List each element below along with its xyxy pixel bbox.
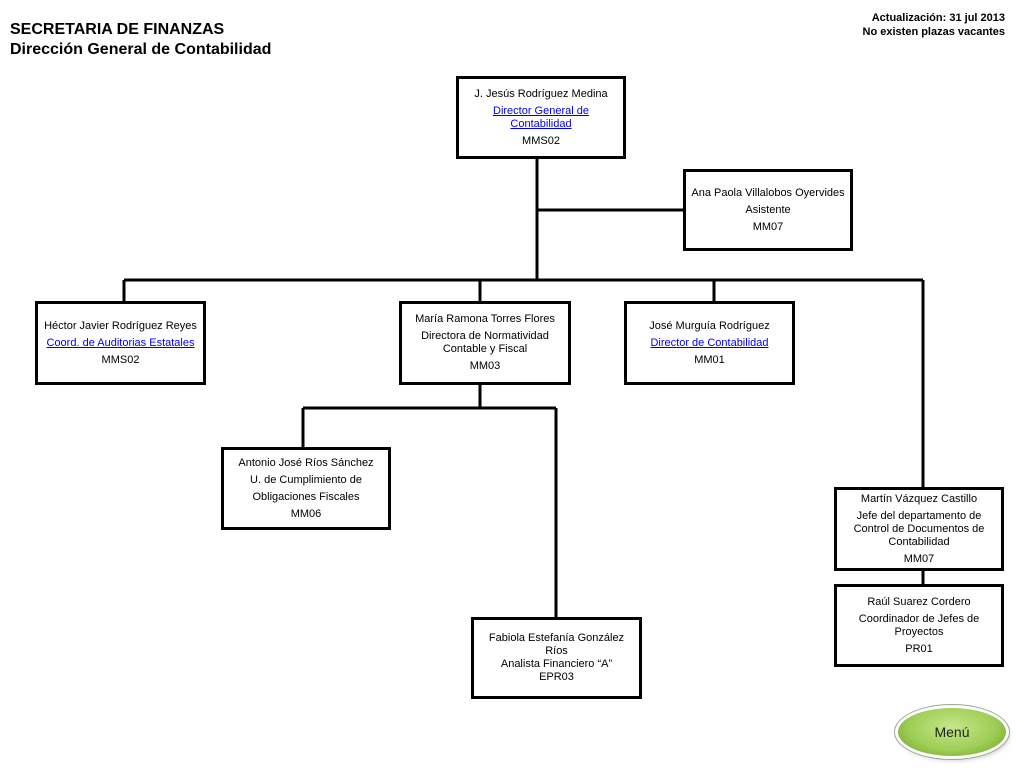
node-code: EPR03 xyxy=(539,671,574,683)
node-jefe-documentos: Martín Vázquez Castillo Jefe del departa… xyxy=(834,487,1004,571)
node-position: Directora de Normatividad Contable y Fis… xyxy=(421,330,549,355)
node-name: José Murguía Rodríguez xyxy=(649,319,770,332)
menu-button-label: Menú xyxy=(934,724,970,740)
node-position: Analista Financiero “A” xyxy=(500,658,613,670)
node-code: MM01 xyxy=(694,353,725,366)
update-date: Actualización: 31 jul 2013 xyxy=(871,12,1005,24)
node-name: Martín Vázquez Castillo xyxy=(860,492,978,505)
node-name: Héctor Javier Rodríguez Reyes xyxy=(44,319,197,332)
page-title-line2: Dirección General de Contabilidad xyxy=(10,41,272,58)
node-name: María Ramona Torres Flores xyxy=(415,313,555,325)
node-code: MM03 xyxy=(469,360,501,372)
node-name: Antonio José Ríos Sánchez xyxy=(238,456,374,469)
node-director-general: J. Jesús Rodríguez Medina Director Gener… xyxy=(456,76,626,159)
node-position-line2: Obligaciones Fiscales xyxy=(252,490,360,503)
node-position: Coordinador de Jefes de Proyectos xyxy=(858,612,980,638)
node-coord-proyectos: Raúl Suarez Cordero Coordinador de Jefes… xyxy=(834,584,1004,667)
node-code: MM06 xyxy=(290,507,322,520)
node-directora-normatividad: María Ramona Torres Flores Directora de … xyxy=(399,301,571,385)
node-code: PR01 xyxy=(905,642,933,655)
link-director-contabilidad[interactable]: Director de Contabilidad xyxy=(650,336,769,349)
node-name: Raúl Suarez Cordero xyxy=(867,595,971,608)
node-position-line1: U. de Cumplimiento de xyxy=(250,473,362,486)
vacancy-note: No existen plazas vacantes xyxy=(862,26,1005,38)
node-analista: Fabiola Estefanía González Ríos Analista… xyxy=(471,617,642,699)
node-code: MMS02 xyxy=(101,353,140,366)
node-position: Jefe del departamento de Control de Docu… xyxy=(853,509,985,548)
node-name: Ana Paola Villalobos Oyervides xyxy=(691,186,845,199)
node-name: J. Jesús Rodríguez Medina xyxy=(474,87,608,100)
node-asistente: Ana Paola Villalobos Oyervides Asistente… xyxy=(683,169,853,251)
page-title: SECRETARIA DE FINANZAS Dirección General… xyxy=(10,20,271,60)
node-code: MMS02 xyxy=(522,134,560,147)
node-code: MM07 xyxy=(903,552,935,565)
link-coord-auditorias[interactable]: Coord. de Auditorias Estatales xyxy=(46,336,195,349)
node-name: Fabiola Estefanía González Ríos xyxy=(488,632,625,657)
update-info: Actualización: 31 jul 2013 No existen pl… xyxy=(863,11,1005,39)
menu-button[interactable]: Menú xyxy=(898,708,1006,756)
link-director-general[interactable]: Director General de Contabilidad xyxy=(493,104,589,130)
node-position: Asistente xyxy=(745,203,791,216)
page-title-line1: SECRETARIA DE FINANZAS xyxy=(10,21,225,38)
node-code: MM07 xyxy=(752,220,784,233)
node-director-contabilidad: José Murguía Rodríguez Director de Conta… xyxy=(624,301,795,385)
node-coord-auditorias: Héctor Javier Rodríguez Reyes Coord. de … xyxy=(35,301,206,385)
node-cumplimiento: Antonio José Ríos Sánchez U. de Cumplimi… xyxy=(221,447,391,530)
